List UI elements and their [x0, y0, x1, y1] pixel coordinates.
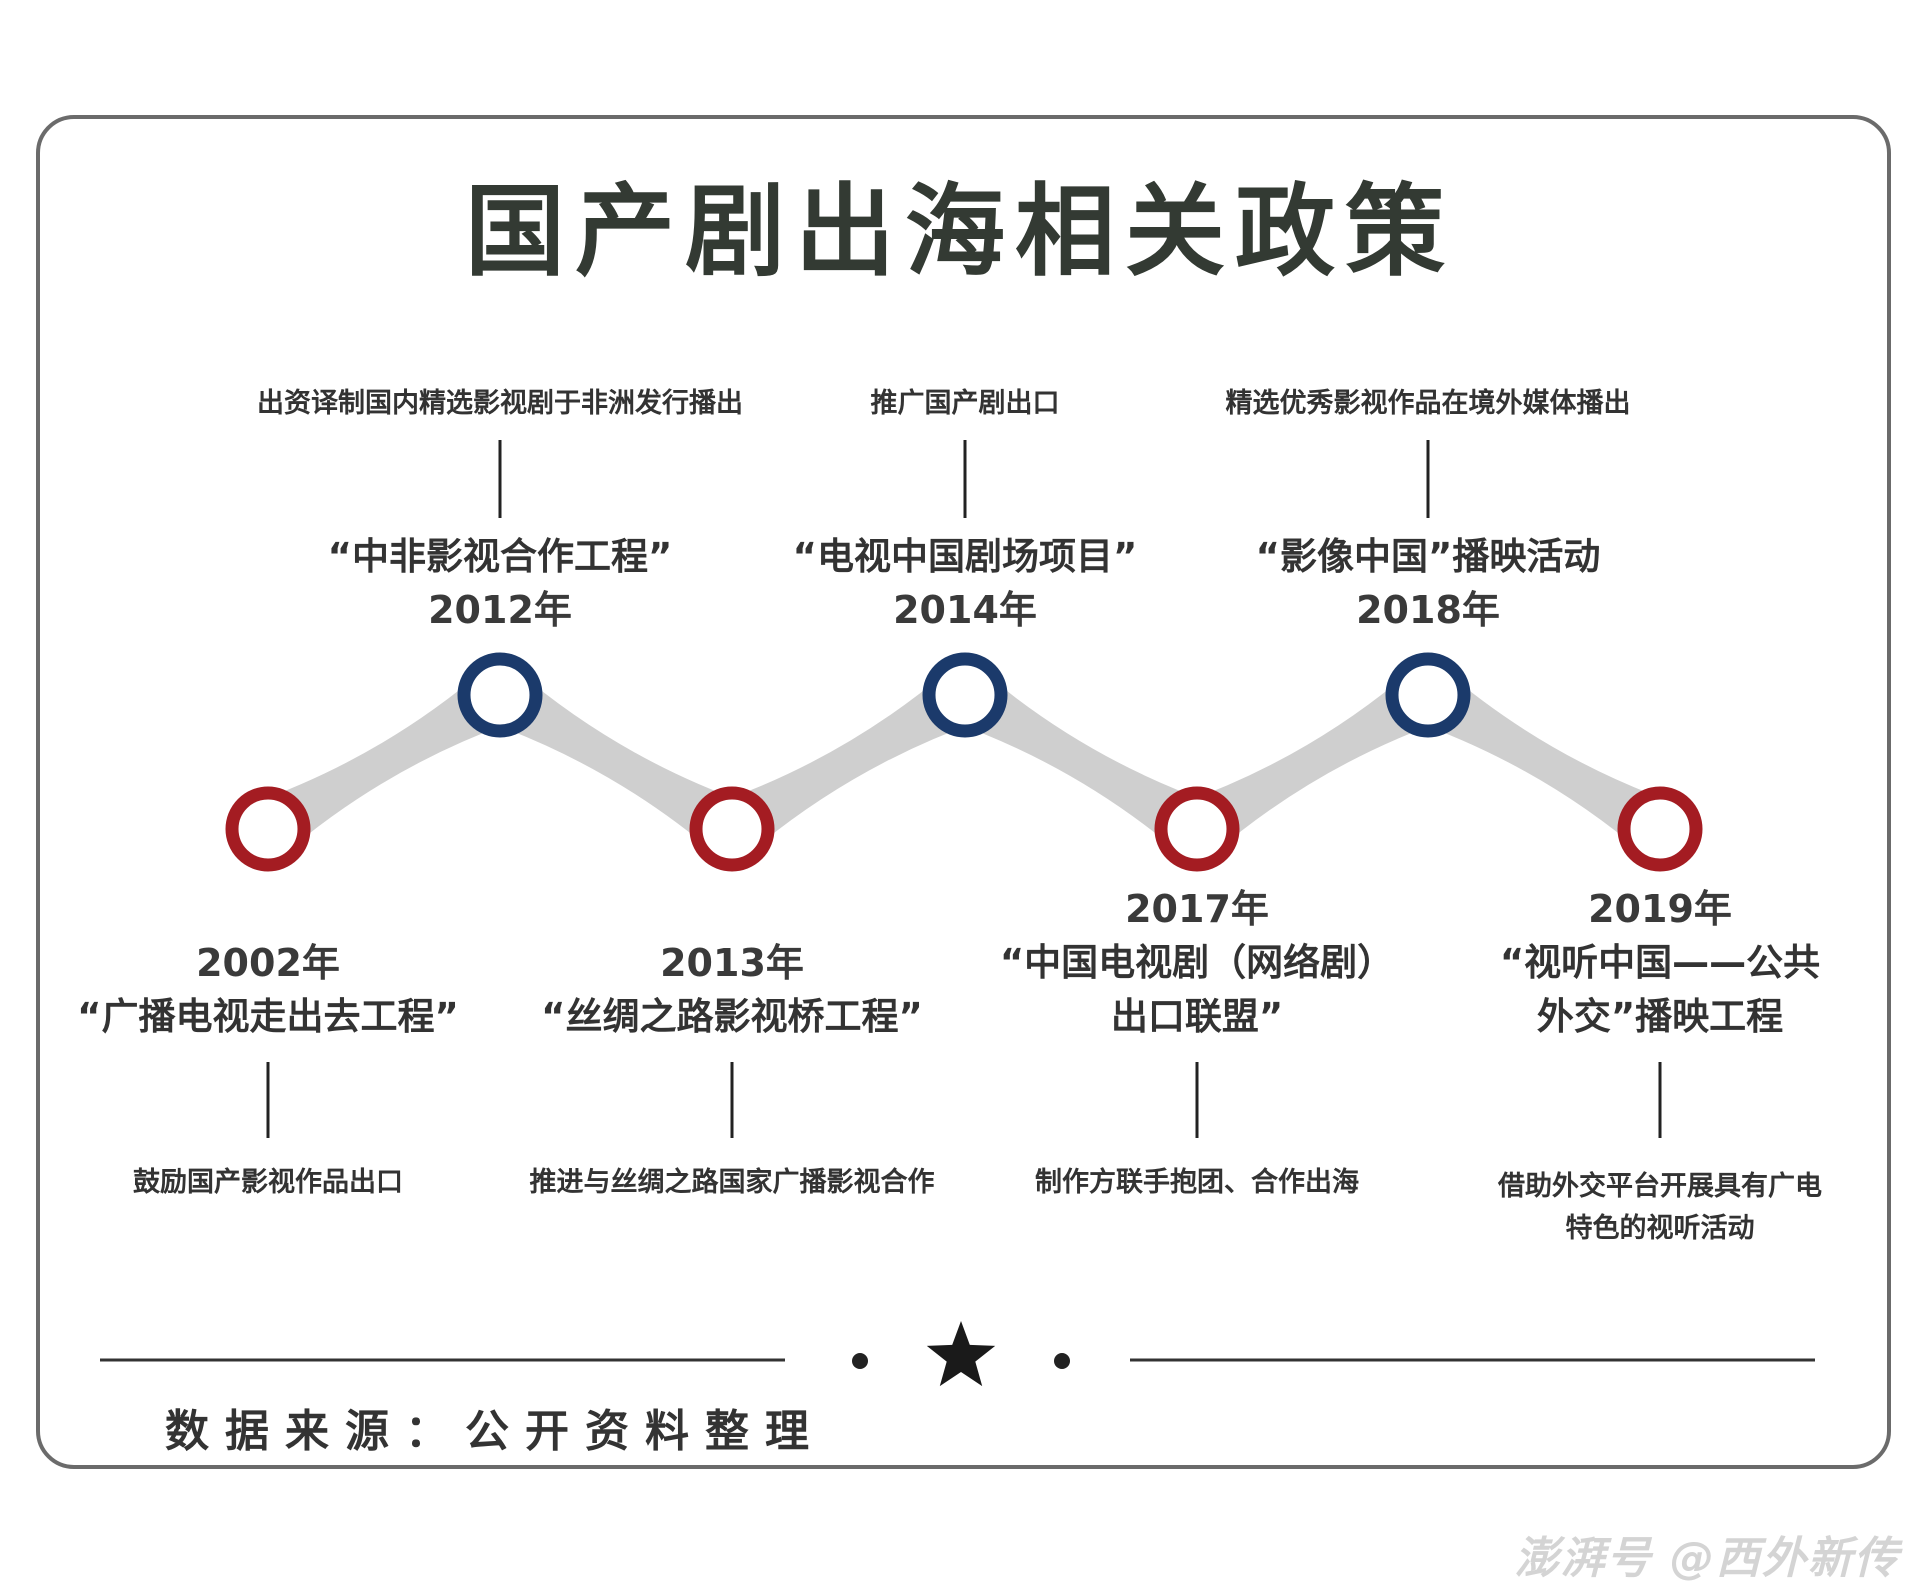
- event-description: 出资译制国内精选影视剧于非洲发行播出: [257, 388, 743, 419]
- page-title: 国产剧出海相关政策: [465, 173, 1455, 290]
- event-name: “广播电视走出去工程”: [77, 995, 459, 1038]
- event-year: 2017年: [1125, 887, 1269, 931]
- divider-dot-left: [852, 1353, 868, 1369]
- event-year: 2019年: [1588, 887, 1732, 931]
- event-description: 精选优秀影视作品在境外媒体播出: [1225, 388, 1631, 419]
- timeline-node: [1617, 786, 1703, 872]
- event-name: “视听中国——公共: [1499, 941, 1821, 984]
- event-year: 2018年: [1356, 588, 1500, 632]
- connector-ribbon: [717, 668, 980, 856]
- event-description: 鼓励国产影视作品出口: [133, 1167, 403, 1198]
- connector-ribbon: [252, 669, 516, 855]
- event-name: “中国电视剧（网络剧）: [999, 941, 1395, 984]
- content-frame: [36, 115, 1891, 1469]
- timeline-node: [225, 786, 311, 872]
- divider-dot-right: [1054, 1353, 1070, 1369]
- connector-ribbon: [1181, 669, 1444, 855]
- event-name: 出口联盟”: [1110, 995, 1284, 1038]
- event-description: 制作方联手抱团、合作出海: [1035, 1167, 1359, 1198]
- watermark: 澎湃号 @西外新传: [1514, 1533, 1900, 1584]
- connector-ribbon: [1412, 669, 1676, 855]
- source-note: 数据来源：公开资料整理: [165, 1406, 825, 1457]
- event-name: “丝绸之路影视桥工程”: [541, 995, 923, 1038]
- timeline-node: [457, 652, 543, 738]
- event-name: “电视中国剧场项目”: [792, 535, 1138, 578]
- connector-ribbon: [949, 669, 1213, 855]
- timeline-node: [1154, 786, 1240, 872]
- connector-ribbon: [484, 669, 748, 855]
- event-name: “中非影视合作工程”: [327, 535, 673, 578]
- event-year: 2014年: [893, 588, 1037, 632]
- timeline-node: [1385, 652, 1471, 738]
- star-icon: [926, 1321, 996, 1387]
- event-year: 2012年: [428, 588, 572, 632]
- event-name: “影像中国”播映活动: [1255, 535, 1601, 578]
- timeline-node: [922, 652, 1008, 738]
- event-year: 2013年: [660, 941, 804, 985]
- timeline-node: [689, 786, 775, 872]
- event-name: 外交”播映工程: [1536, 995, 1784, 1038]
- event-description: 推进与丝绸之路国家广播影视合作: [529, 1167, 935, 1198]
- event-description: 推广国产剧出口: [870, 388, 1060, 419]
- event-year: 2002年: [196, 941, 340, 985]
- event-description: 借助外交平台开展具有广电: [1498, 1171, 1822, 1202]
- event-description: 特色的视听活动: [1565, 1213, 1755, 1244]
